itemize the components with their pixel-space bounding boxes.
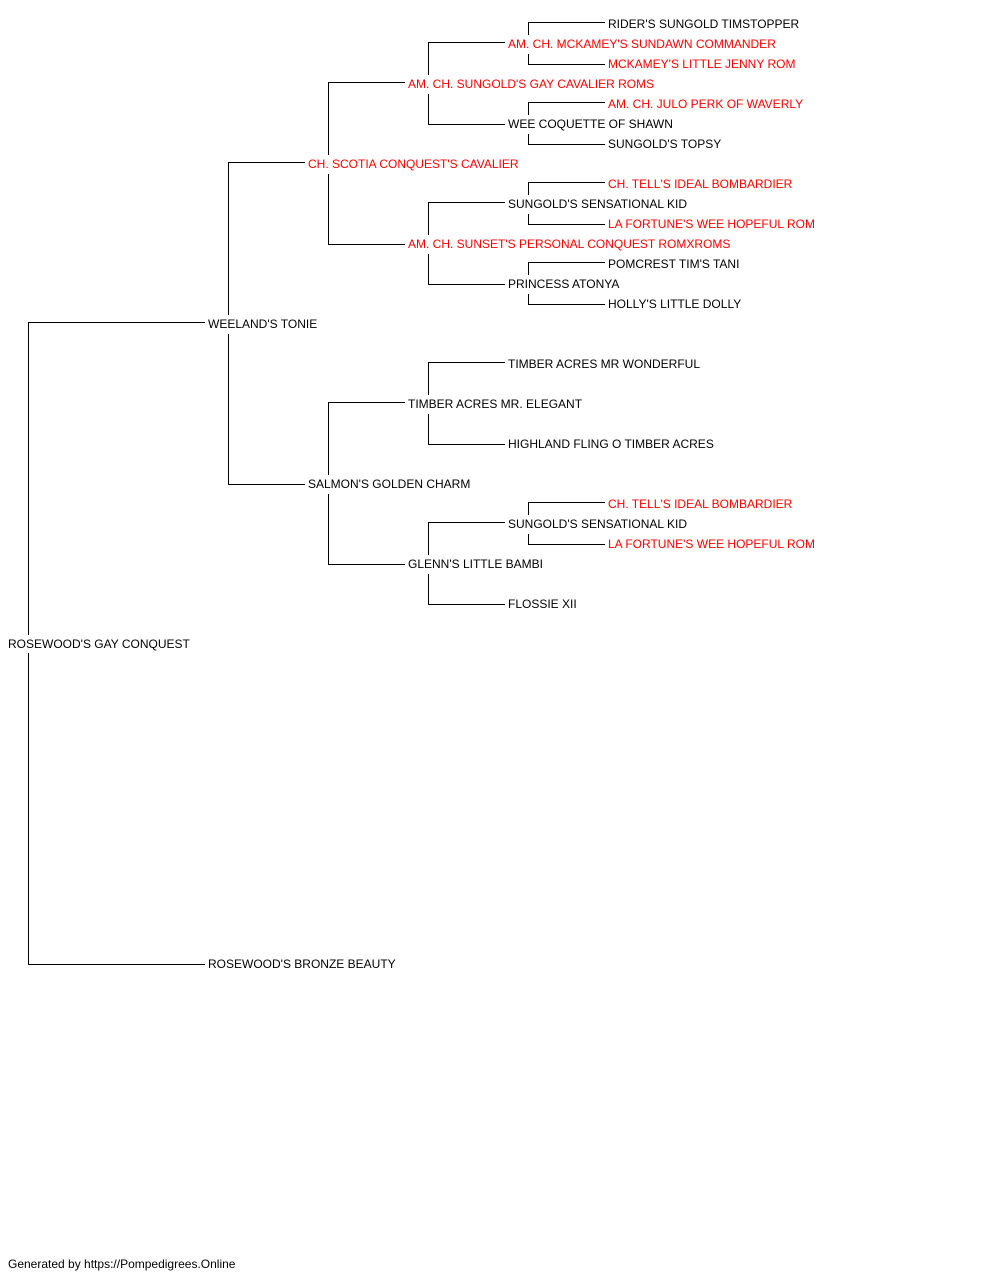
- ancestor-sdds: SUNGOLD'S SENSATIONAL KID: [508, 517, 687, 531]
- connector-sssd-sssds: [528, 102, 605, 115]
- ancestor-sddsd: LA FORTUNE'S WEE HOPEFUL ROM: [608, 537, 815, 551]
- connector-sssd-sssdd: [528, 134, 605, 145]
- ancestor-sssss: RIDER'S SUNGOLD TIMSTOPPER: [608, 17, 800, 31]
- connector-sdd-sdds: [428, 522, 505, 555]
- ancestor-ssddd: HOLLY'S LITTLE DOLLY: [608, 297, 742, 311]
- ancestor-ssd: AM. CH. SUNSET'S PERSONAL CONQUEST ROMXR…: [408, 237, 731, 251]
- connector-sd-sds: [328, 402, 405, 475]
- generated-by-footer: Generated by https://Pompedigrees.Online: [8, 1257, 236, 1271]
- connector-sdds-sddsd: [528, 534, 605, 545]
- ancestor-ssss: AM. CH. MCKAMEY'S SUNDAWN COMMANDER: [508, 37, 776, 51]
- ancestor-sddd: FLOSSIE XII: [508, 597, 577, 611]
- ancestor-ssdds: POMCREST TIM'S TANI: [608, 257, 740, 271]
- connector-ssds-ssdss: [528, 182, 605, 195]
- connector-sds-sdsd: [428, 414, 505, 445]
- connector-ssss-ssssd: [528, 54, 605, 65]
- connector-ssd-ssds: [428, 202, 505, 235]
- ancestor-sds: TIMBER ACRES MR. ELEGANT: [408, 397, 583, 411]
- ancestor-sssdd: SUNGOLD'S TOPSY: [608, 137, 722, 151]
- ancestor-ssdd: PRINCESS ATONYA: [508, 277, 620, 291]
- sire-dog: WEELAND'S TONIE: [208, 317, 318, 331]
- connector-sdd-sddd: [428, 574, 505, 605]
- ancestor-sss: AM. CH. SUNGOLD'S GAY CAVALIER ROMS: [408, 77, 655, 91]
- connector-subject-sire: [28, 322, 205, 635]
- connector-sss-ssss: [428, 42, 505, 75]
- ancestor-sdsd: HIGHLAND FLING O TIMBER ACRES: [508, 437, 714, 451]
- connector-sdds-sddss: [528, 502, 605, 515]
- ancestor-sssd: WEE COQUETTE OF SHAWN: [508, 117, 673, 131]
- ancestor-ssdsd: LA FORTUNE'S WEE HOPEFUL ROM: [608, 217, 815, 231]
- connector-ss-sss: [328, 82, 405, 155]
- ancestor-ssds: SUNGOLD'S SENSATIONAL KID: [508, 197, 687, 211]
- sire-sire-dog: CH. SCOTIA CONQUEST'S CAVALIER: [308, 157, 519, 171]
- connector-ssss-sssss: [528, 22, 605, 35]
- subject-dog: ROSEWOOD'S GAY CONQUEST: [8, 637, 190, 651]
- connector-ssd-ssdd: [428, 254, 505, 285]
- sire-dam-dog: SALMON'S GOLDEN CHARM: [308, 477, 471, 491]
- connector-sss-sssd: [428, 94, 505, 125]
- connector-ssdd-ssdds: [528, 262, 605, 275]
- connector-ss-ssd: [328, 174, 405, 245]
- connector-sire-ss: [228, 162, 305, 315]
- connector-sd-sdd: [328, 494, 405, 565]
- dam-dog: ROSEWOOD'S BRONZE BEAUTY: [208, 957, 396, 971]
- ancestor-ssdss: CH. TELL'S IDEAL BOMBARDIER: [608, 177, 793, 191]
- ancestor-ssssd: MCKAMEY'S LITTLE JENNY ROM: [608, 57, 796, 71]
- connector-ssds-ssdsd: [528, 214, 605, 225]
- connector-subject-dam: [28, 653, 205, 965]
- connector-sire-sd: [228, 334, 305, 485]
- ancestor-sdd: GLENN'S LITTLE BAMBI: [408, 557, 543, 571]
- ancestor-sddss: CH. TELL'S IDEAL BOMBARDIER: [608, 497, 793, 511]
- ancestor-sssds: AM. CH. JULO PERK OF WAVERLY: [608, 97, 804, 111]
- ancestor-sdss: TIMBER ACRES MR WONDERFUL: [508, 357, 701, 371]
- connector-sds-sdss: [428, 362, 505, 395]
- connector-ssdd-ssddd: [528, 294, 605, 305]
